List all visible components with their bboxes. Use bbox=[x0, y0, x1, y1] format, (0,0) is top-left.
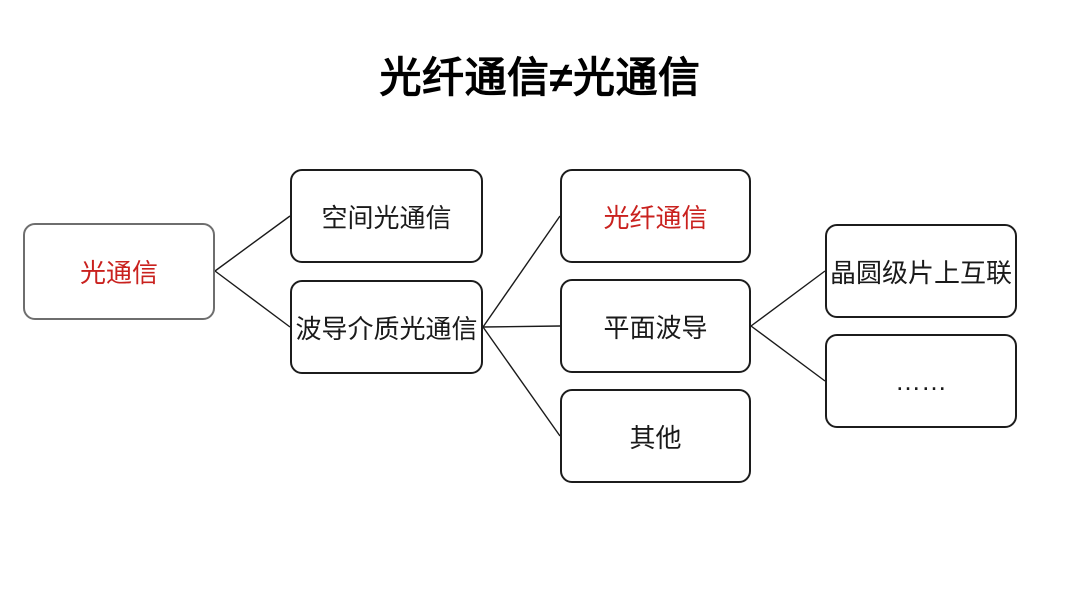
connector-waveguide-to-other bbox=[482, 326, 561, 437]
node-label: …… bbox=[895, 365, 947, 396]
node-label: 晶圆级片上互联 bbox=[829, 257, 1012, 288]
connector-waveguide-to-planar bbox=[482, 325, 561, 328]
node-optical-communication: 光通信 bbox=[23, 223, 215, 320]
node-planar-waveguide: 平面波导 bbox=[560, 279, 751, 373]
node-label: 光通信 bbox=[79, 258, 158, 288]
diagram-title: 光纤通信≠光通信 bbox=[379, 54, 701, 101]
node-label: 光纤通信 bbox=[603, 202, 708, 233]
node-spatial-optical-communication: 空间光通信 bbox=[290, 169, 483, 263]
connector-optical-to-waveguide bbox=[214, 270, 291, 328]
node-wafer-level-on-chip-interconnect: 晶圆级片上互联 bbox=[825, 224, 1017, 318]
connector-planar-to-ellipsis bbox=[750, 325, 826, 382]
node-fiber-optic-communication: 光纤通信 bbox=[560, 169, 751, 263]
node-label: 波导介质光通信 bbox=[295, 313, 478, 344]
connector-planar-to-wafer bbox=[750, 270, 826, 327]
connector-waveguide-to-fiber bbox=[482, 215, 561, 328]
node-label: 其他 bbox=[629, 422, 682, 453]
node-label: 平面波导 bbox=[603, 312, 708, 343]
node-other: 其他 bbox=[560, 389, 751, 483]
node-ellipsis: …… bbox=[825, 334, 1017, 428]
connector-optical-to-spatial bbox=[214, 215, 291, 272]
node-waveguide-medium-optical: 波导介质光通信 bbox=[290, 280, 483, 374]
node-label: 空间光通信 bbox=[321, 202, 452, 233]
